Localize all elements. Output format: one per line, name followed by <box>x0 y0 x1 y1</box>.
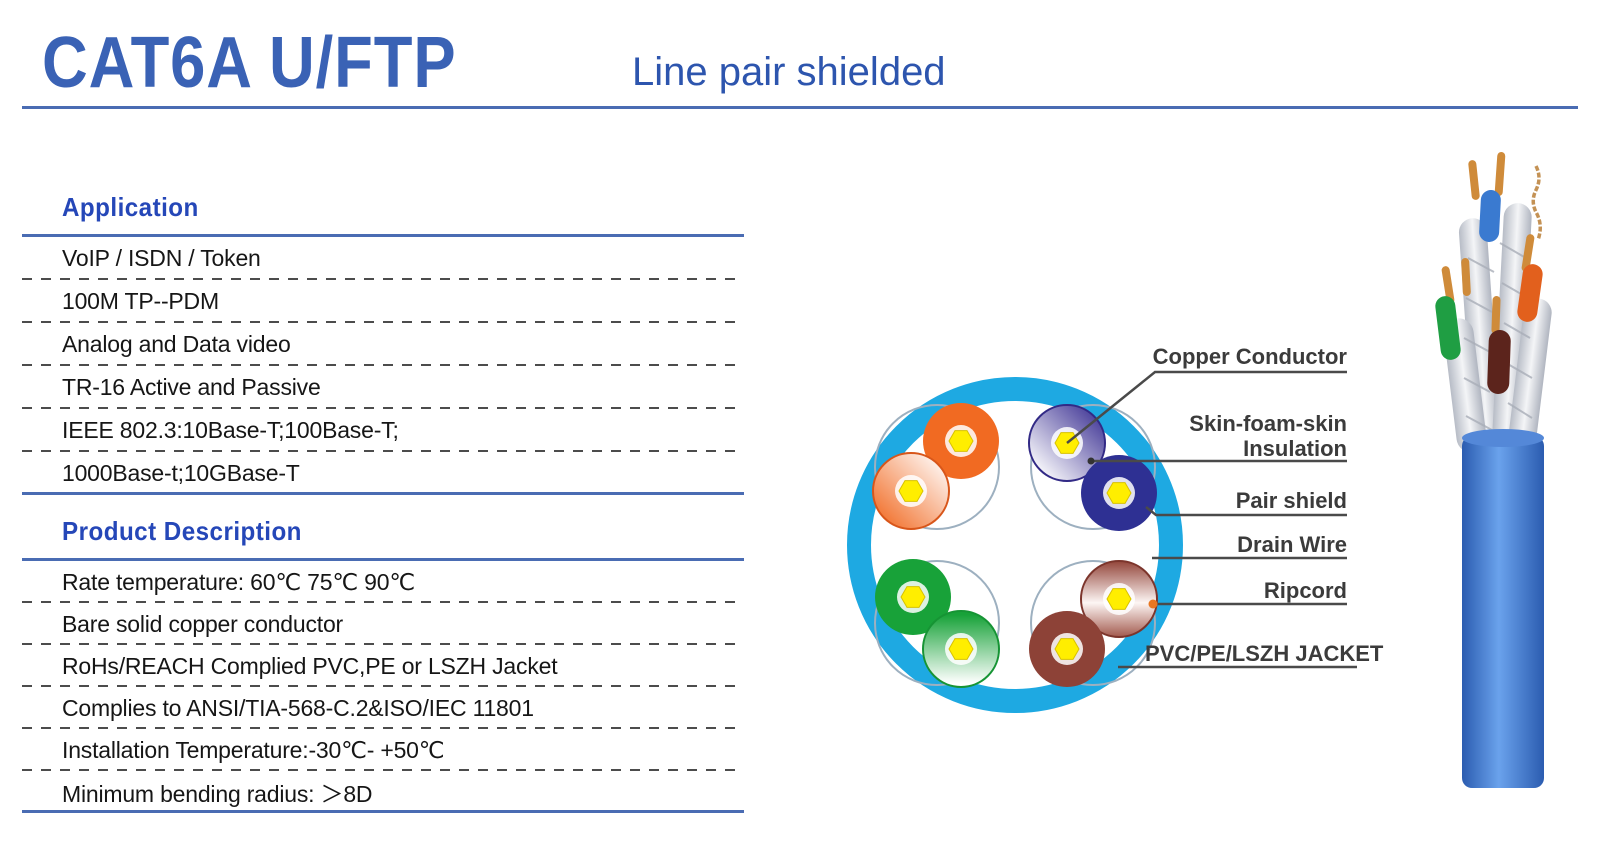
conductor <box>1051 633 1083 665</box>
leader-pair-shield <box>1145 506 1347 517</box>
twist-lines <box>1463 242 1533 431</box>
list-item: 100M TP--PDM <box>22 280 744 323</box>
product-description-heading-rule <box>22 558 744 561</box>
product-description-section: Product Description Rate temperature: 60… <box>22 516 744 813</box>
leader-lines <box>1066 370 1357 669</box>
list-item-text: VoIP / ISDN / Token <box>62 245 261 271</box>
pair-shield-circle <box>874 560 1000 686</box>
list-item: IEEE 802.3:10Base-T;100Base-T; <box>22 409 744 452</box>
copper-tip <box>1441 266 1455 304</box>
list-item-text: RoHs/REACH Complied PVC,PE or LSZH Jacke… <box>62 652 558 679</box>
list-item-text: IEEE 802.3:10Base-T;100Base-T; <box>62 417 399 443</box>
list-item-text: 100M TP--PDM <box>62 288 219 314</box>
drain-wire-strand <box>1531 165 1542 241</box>
brown-sleeve <box>1487 330 1511 394</box>
application-list: VoIP / ISDN / Token 100M TP--PDM Analog … <box>22 237 744 495</box>
list-item: Rate temperature: 60℃ 75℃ 90℃ <box>22 561 744 603</box>
leader-copper-conductor <box>1066 370 1347 444</box>
application-heading-rule <box>22 234 744 237</box>
list-item: Analog and Data video <box>22 323 744 366</box>
label-pair-shield: Pair shield <box>1236 488 1347 513</box>
list-item: TR-16 Active and Passive <box>22 366 744 409</box>
ripcord-dot <box>1148 599 1158 609</box>
page-subtitle: Line pair shielded <box>632 50 946 94</box>
copper-tip <box>1468 160 1480 200</box>
label-ripcord: Ripcord <box>1264 578 1347 603</box>
blue-sleeve <box>1479 190 1501 242</box>
list-item: VoIP / ISDN / Token <box>22 237 744 280</box>
list-item: Complies to ANSI/TIA-568-C.2&ISO/IEC 118… <box>22 687 744 729</box>
foil-strand <box>1508 298 1552 453</box>
green-sleeve <box>1435 296 1461 360</box>
label-copper-conductor: Copper Conductor <box>1153 344 1348 369</box>
label-insulation-line2: Insulation <box>1243 436 1347 461</box>
copper-tip <box>1494 152 1506 196</box>
label-drain-wire: Drain Wire <box>1237 532 1347 557</box>
list-item: Minimum bending radius: ＞8D <box>22 771 744 813</box>
product-description-heading: Product Description <box>62 516 302 546</box>
list-item: RoHs/REACH Complied PVC,PE or LSZH Jacke… <box>22 645 744 687</box>
list-item: Bare solid copper conductor <box>22 603 744 645</box>
conductor <box>945 633 977 665</box>
cable-jacket <box>1462 429 1544 788</box>
list-item: Installation Temperature:-30℃- +50℃ <box>22 729 744 771</box>
pair-shield-circles <box>874 404 1156 686</box>
copper-conductors <box>895 425 1135 665</box>
list-item-text: TR-16 Active and Passive <box>62 374 321 400</box>
list-item-text: Installation Temperature:-30℃- +50℃ <box>62 736 445 763</box>
cable-cross-section-diagram: Copper Conductor Skin-foam-skin Insulati… <box>847 344 1384 713</box>
copper-tips <box>1441 152 1535 334</box>
cable-photo <box>1435 152 1552 788</box>
copper-tip <box>1521 234 1535 272</box>
conductor <box>1103 477 1135 509</box>
conductor <box>1103 583 1135 615</box>
application-heading: Application <box>62 192 199 222</box>
wire-sleeves <box>1435 190 1543 394</box>
product-description-list: Rate temperature: 60℃ 75℃ 90℃ Bare solid… <box>22 561 744 813</box>
orange-sleeve <box>1517 264 1543 322</box>
list-item-text: Minimum bending radius: ＞8D <box>62 781 373 807</box>
list-item: 1000Base-t;10GBase-T <box>22 452 744 495</box>
label-jacket: PVC/PE/LSZH JACKET <box>1145 641 1384 666</box>
jacket-body <box>1462 436 1544 788</box>
pair-shield-circle <box>1030 560 1156 686</box>
conductor <box>897 581 929 613</box>
insulation-point-dot <box>1087 457 1095 465</box>
header-divider <box>22 106 1578 109</box>
page-title: CAT6A U/FTP <box>42 23 457 103</box>
label-insulation-line1: Skin-foam-skin <box>1189 411 1347 436</box>
pair-shield-circle <box>874 404 1000 530</box>
list-item-text: Rate temperature: 60℃ 75℃ 90℃ <box>62 568 415 595</box>
jacket-ring <box>847 377 1183 713</box>
list-item-text: Complies to ANSI/TIA-568-C.2&ISO/IEC 118… <box>62 694 534 721</box>
copper-tip <box>1491 296 1501 334</box>
list-item-text: Bare solid copper conductor <box>62 610 343 637</box>
pair-shield-circle <box>1030 404 1156 530</box>
conductor <box>895 475 927 507</box>
application-section: Application VoIP / ISDN / Token 100M TP-… <box>22 192 744 495</box>
list-item-text: 1000Base-t;10GBase-T <box>62 460 300 486</box>
list-item-text: Analog and Data video <box>62 331 291 357</box>
copper-tip <box>1461 258 1471 296</box>
conductor <box>945 425 977 457</box>
jacket-top <box>1462 429 1544 447</box>
